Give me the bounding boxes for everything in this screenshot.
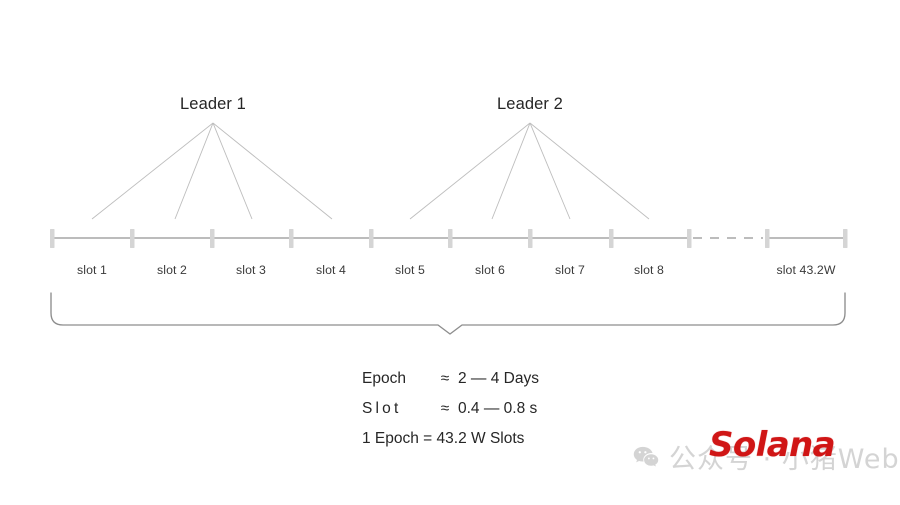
leader-2-fan: [409, 122, 650, 220]
epoch-slot-legend: Epoch ≈ 2 — 4 Days Slot ≈ 0.4 — 0.8 s 1 …: [362, 370, 662, 460]
tick-mark: [687, 229, 692, 248]
legend-row-epoch-slots: 1 Epoch = 43.2 W Slots: [362, 430, 525, 447]
leader-2-ray-1: [409, 122, 531, 220]
slot-label-last: slot 43.2W: [776, 263, 836, 277]
timeline-ticks: [50, 229, 848, 248]
tick-mark: [765, 229, 770, 248]
leader-1-ray-3: [212, 122, 253, 220]
legend-epoch-value: 2 — 4 Days: [458, 370, 539, 387]
legend-slot-relation: ≈: [440, 400, 450, 417]
tick-mark: [609, 229, 614, 248]
legend-epoch-relation: ≈: [440, 370, 450, 387]
slot-label-8: slot 8: [634, 263, 664, 277]
slot-label-1: slot 1: [77, 263, 107, 277]
slot-label-5: slot 5: [395, 263, 425, 277]
legend-epoch-term: Epoch: [362, 370, 406, 387]
leader-1-ray-2: [174, 122, 214, 220]
legend-row-epoch: Epoch ≈ 2 — 4 Days: [362, 370, 662, 400]
slot-label-6: slot 6: [475, 263, 505, 277]
leader-2-ray-3: [529, 122, 571, 220]
legend-slot-value: 0.4 — 0.8 s: [458, 400, 538, 417]
epoch-brace: [50, 292, 846, 335]
tick-mark: [289, 229, 294, 248]
slot-label-3: slot 3: [236, 263, 266, 277]
slot-label-2: slot 2: [157, 263, 187, 277]
tick-mark: [50, 229, 55, 248]
leader-2-label: Leader 2: [497, 95, 563, 113]
tick-mark: [210, 229, 215, 248]
legend-slot-term: Slot: [362, 400, 402, 417]
tick-mark: [448, 229, 453, 248]
leader-1-fan: [91, 122, 333, 220]
tick-mark: [843, 229, 848, 248]
leader-2-ray-4: [529, 122, 650, 220]
slot-label-4: slot 4: [316, 263, 346, 277]
legend-row-slot: Slot ≈ 0.4 — 0.8 s: [362, 400, 662, 430]
leader-1-ray-1: [91, 122, 214, 220]
leader-1-ray-4: [212, 122, 333, 220]
tick-mark: [369, 229, 374, 248]
tick-mark: [528, 229, 533, 248]
leader-1-label: Leader 1: [180, 95, 246, 113]
solana-logo: Solana: [709, 425, 836, 465]
leader-2-ray-2: [491, 122, 531, 220]
slot-label-7: slot 7: [555, 263, 585, 277]
tick-mark: [130, 229, 135, 248]
